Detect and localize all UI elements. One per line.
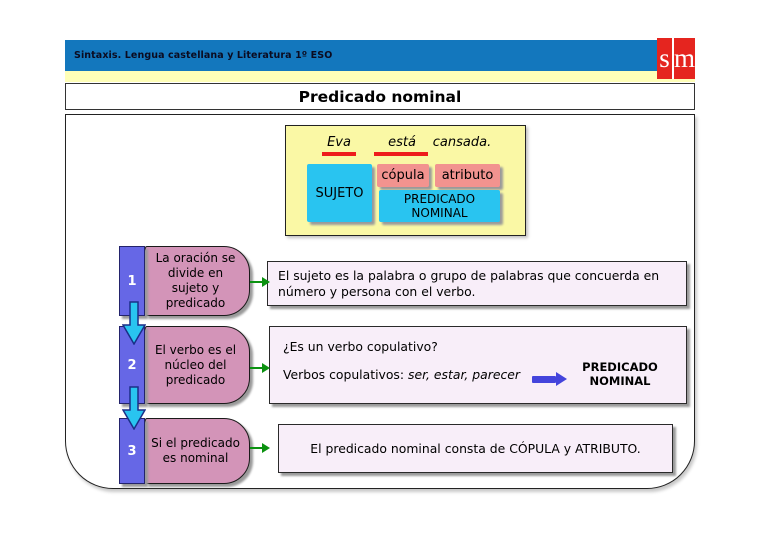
content-area: Eva está cansada. SUJETO cópula atributo… xyxy=(65,114,695,489)
down-arrow-icon xyxy=(122,386,146,430)
sujeto-label-box: SUJETO xyxy=(307,164,372,222)
sm-logo-m: m xyxy=(674,38,695,79)
header-bar: Sintaxis. Lengua castellana y Literatura… xyxy=(65,40,695,71)
copulative-verbs-line: Verbos copulativos: ser, estar, parecer xyxy=(283,367,520,382)
slide: Sintaxis. Lengua castellana y Literatura… xyxy=(65,38,695,490)
course-title: Sintaxis. Lengua castellana y Literatura… xyxy=(74,50,333,61)
example-word-verb: está xyxy=(388,135,416,150)
atributo-label-box: atributo xyxy=(435,164,500,187)
example-word-subject: Eva xyxy=(327,135,351,150)
implies-arrow-icon xyxy=(532,372,567,386)
sm-logo-s: s xyxy=(657,38,672,79)
flow-arrow-icon xyxy=(250,443,270,453)
accent-strip xyxy=(65,71,695,82)
note-predicate-composition: El predicado nominal consta de CÓPULA y … xyxy=(278,424,673,473)
sm-logo-divider xyxy=(672,38,674,79)
predicado-nominal-label-box: PREDICADO NOMINAL xyxy=(379,190,500,222)
sm-logo: s m xyxy=(657,38,695,79)
verb-underline xyxy=(374,152,428,156)
page-title: Predicado nominal xyxy=(298,87,462,106)
example-box: Eva está cansada. SUJETO cópula atributo… xyxy=(285,125,526,236)
copulative-question: ¿Es un verbo copulativo? xyxy=(283,339,438,354)
note-copulative-verbs: ¿Es un verbo copulativo? Verbos copulati… xyxy=(269,326,687,404)
copulative-verbs-prefix: Verbos copulativos: xyxy=(283,367,409,382)
title-box: Predicado nominal xyxy=(65,83,695,110)
copula-label-box: cópula xyxy=(377,164,429,187)
copulative-verbs-list: ser, estar, parecer xyxy=(408,367,520,382)
predicado-nominal-result: PREDICADO NOMINAL xyxy=(582,360,658,389)
step-3-label: Si el predicado es nominal xyxy=(145,418,250,484)
step-3-number: 3 xyxy=(119,418,145,484)
flow-arrow-icon xyxy=(250,277,270,287)
note-subject-definition: El sujeto es la palabra o grupo de palab… xyxy=(267,261,687,306)
step-1-label: La oración se divide en sujeto y predica… xyxy=(145,246,250,316)
down-arrow-icon xyxy=(122,301,146,345)
example-word-attribute: cansada. xyxy=(432,135,492,150)
step-2-label: El verbo es el núcleo del predicado xyxy=(145,326,250,404)
subject-underline xyxy=(322,152,356,156)
flow-arrow-icon xyxy=(250,363,270,373)
